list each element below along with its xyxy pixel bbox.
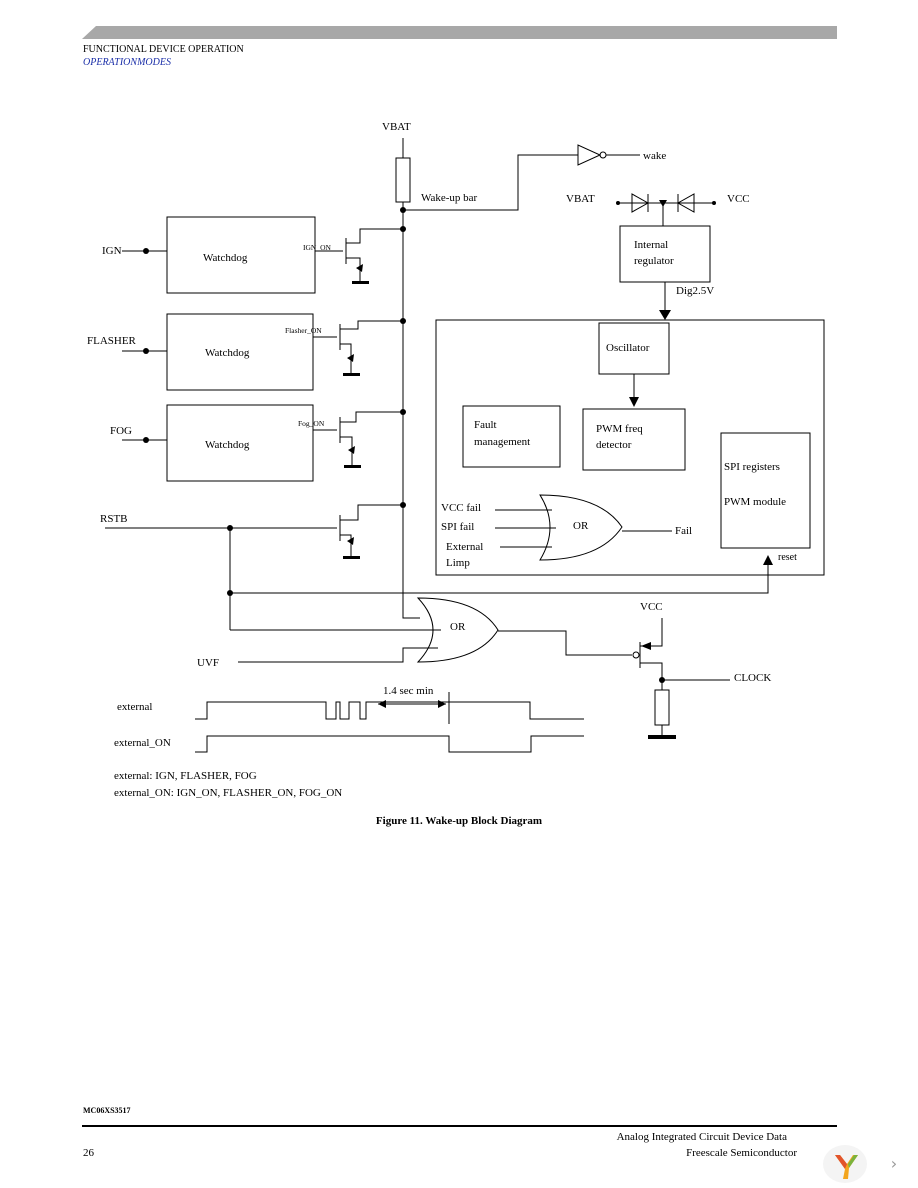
vcc-fail-label: VCC fail [441, 502, 481, 514]
vcc-right-label: VCC [727, 193, 750, 205]
ign-label: IGN [102, 245, 122, 257]
timing-min-label: 1.4 sec min [383, 685, 434, 697]
fog-on-label: Fog_ON [298, 419, 325, 428]
footer-doc-title: Analog Integrated Circuit Device Data [616, 1131, 787, 1143]
subsection-link[interactable]: OPERATIONMODES [83, 57, 171, 68]
clock-label: CLOCK [734, 672, 771, 684]
ign-on-label: IGN_ON [303, 243, 331, 252]
watchdog-fog-label: Watchdog [205, 439, 250, 451]
external-limp-label-1: External [446, 541, 483, 553]
watchdog-ign-label: Watchdog [203, 252, 248, 264]
watchdog-flasher-label: Watchdog [205, 347, 250, 359]
fault-label-1: Fault [474, 419, 497, 431]
or-main-label: OR [450, 621, 466, 633]
dig-label: Dig2.5V [676, 285, 714, 297]
footer-company: Freescale Semiconductor [686, 1147, 797, 1159]
viewer-logo-icon [823, 1145, 867, 1183]
pwm-module-label: PWM module [724, 496, 786, 508]
external-on-timing-label: external_ON [114, 737, 171, 749]
legend-line-1: external: IGN, FLASHER, FOG [114, 770, 257, 782]
spi-registers-label: SPI registers [724, 461, 780, 473]
fail-label: Fail [675, 525, 692, 537]
rstb-label: RSTB [100, 513, 128, 525]
fog-label: FOG [110, 425, 132, 437]
regulator-label-1: Internal [634, 239, 668, 251]
fault-label-2: management [474, 436, 530, 448]
section-title: FUNCTIONAL DEVICE OPERATION [83, 44, 244, 55]
regulator-label-2: regulator [634, 255, 674, 267]
external-limp-label-2: Limp [446, 557, 470, 569]
figure-caption: Figure 11. Wake-up Block Diagram [375, 815, 543, 827]
vcc-bottom-label: VCC [640, 601, 663, 613]
vbat-top-label: VBAT [382, 121, 411, 133]
vbat-right-label: VBAT [566, 193, 595, 205]
wake-label: wake [643, 150, 666, 162]
external-timing-label: external [117, 701, 152, 713]
header-bar [82, 26, 837, 39]
flasher-label: FLASHER [87, 335, 137, 347]
spi-fail-label: SPI fail [441, 521, 474, 533]
uvf-label: UVF [197, 657, 219, 669]
reset-label: reset [778, 552, 797, 563]
or-inner-label: OR [573, 520, 589, 532]
pwm-freq-label-2: detector [596, 439, 632, 451]
footer-rule [82, 1125, 837, 1127]
part-number: MC06XS3517 [83, 1106, 131, 1115]
flasher-on-label: Flasher_ON [285, 326, 322, 335]
next-page-chevron-icon[interactable]: › [890, 1154, 898, 1173]
wakeup-bar-label: Wake-up bar [421, 192, 478, 204]
page-number: 26 [83, 1147, 94, 1159]
oscillator-label: Oscillator [606, 342, 650, 354]
legend-line-2: external_ON: IGN_ON, FLASHER_ON, FOG_ON [114, 787, 342, 799]
pwm-freq-label-1: PWM freq [596, 423, 643, 435]
